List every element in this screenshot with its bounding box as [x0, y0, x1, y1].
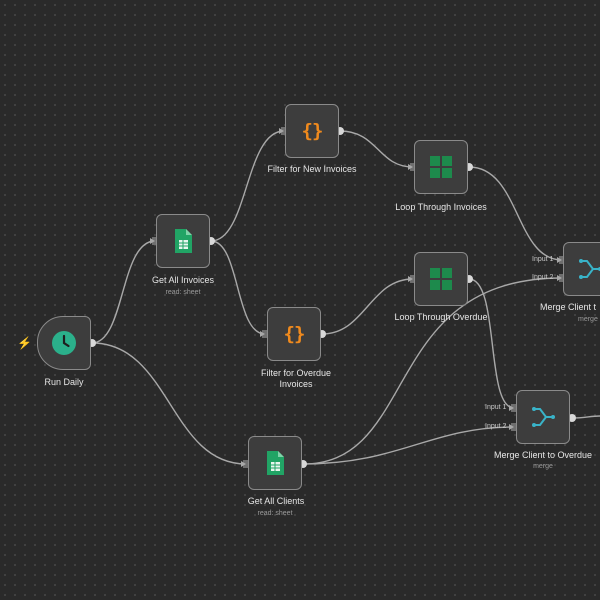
node-label: Filter for Overdue Invoices	[260, 368, 332, 389]
clock-icon	[52, 331, 76, 355]
grid-icon	[430, 268, 452, 290]
input-1-label: Input 1	[485, 404, 507, 411]
node-label: Loop Through Overdue	[394, 312, 488, 322]
arrowhead	[509, 424, 514, 430]
edge-run-daily-to-get-all-invoices	[91, 240, 156, 344]
node-loop-through-overdue[interactable]	[414, 252, 468, 306]
edge-invoices-to-filter-new	[210, 130, 285, 242]
code-braces-icon: {}	[283, 323, 306, 345]
edge-loop-invoices-to-merge-1	[468, 166, 563, 261]
output-port	[568, 414, 576, 422]
arrowhead	[279, 128, 284, 134]
node-label: Filter for New Invoices	[267, 164, 357, 174]
edge-clients-to-merge-1	[302, 277, 563, 465]
arrowhead	[408, 164, 413, 170]
merge-icon	[532, 407, 555, 427]
edge-merge-overdue-out	[571, 415, 600, 419]
arrowhead	[509, 405, 514, 411]
node-run-daily[interactable]	[37, 316, 91, 370]
sheet-icon	[267, 451, 284, 475]
grid-icon	[430, 156, 452, 178]
code-braces-icon: {}	[301, 120, 324, 142]
node-subtitle: merge	[578, 316, 598, 323]
merge-icon	[579, 259, 600, 279]
arrowhead	[557, 275, 562, 281]
arrowhead	[408, 276, 413, 282]
node-label: Loop Through Invoices	[395, 202, 487, 212]
node-filter-new-invoices[interactable]: {}	[285, 104, 339, 158]
node-label: Run Daily	[44, 377, 84, 387]
node-subtitle: read: sheet	[165, 289, 201, 296]
node-merge-client[interactable]	[563, 242, 600, 296]
edge-filter-new-to-loop-invoices	[339, 130, 414, 168]
node-label: Get All Clients	[247, 496, 305, 506]
input-2-label: Input 2	[532, 274, 554, 281]
edge-loop-overdue-to-merge-overdue	[468, 278, 515, 409]
node-subtitle: read: sheet	[257, 510, 293, 517]
arrowhead	[557, 257, 562, 263]
node-label: Merge Client to Overdue	[493, 450, 593, 460]
edge-run-daily-to-get-all-clients	[91, 342, 247, 465]
input-2-label: Input 2	[485, 423, 507, 430]
arrowhead	[260, 331, 265, 337]
node-get-all-invoices[interactable]	[156, 214, 210, 268]
node-label: Merge Client t	[540, 302, 597, 312]
node-subtitle: merge	[533, 463, 553, 470]
node-loop-through-invoices[interactable]	[414, 140, 468, 194]
node-get-all-clients[interactable]	[248, 436, 302, 490]
edge-filter-overdue-to-loop-overdue	[321, 278, 414, 335]
node-label: Get All Invoices	[151, 275, 215, 285]
edge-invoices-to-filter-overdue	[210, 240, 266, 335]
trigger-bolt-icon: ⚡	[17, 336, 32, 350]
edge-clients-to-merge-overdue	[302, 426, 515, 465]
arrowhead	[150, 238, 155, 244]
input-1-label: Input 1	[532, 256, 554, 263]
node-filter-overdue-invoices[interactable]: {}	[267, 307, 321, 361]
sheet-icon	[175, 229, 192, 253]
arrowhead	[241, 461, 246, 467]
node-merge-client-to-overdue[interactable]	[516, 390, 570, 444]
